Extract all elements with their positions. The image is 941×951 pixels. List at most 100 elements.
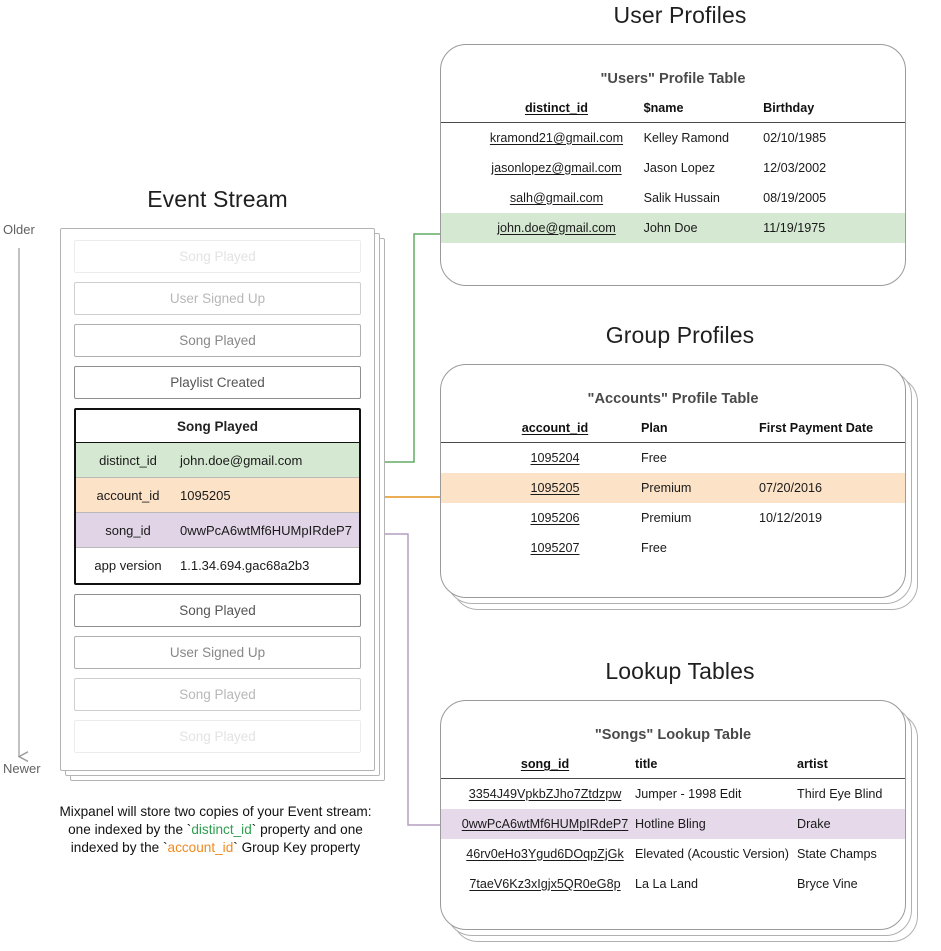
table-row[interactable]: jasonlopez@gmail.com Jason Lopez 12/03/2… bbox=[441, 153, 905, 183]
cell-song-id: 3354J49VpkbZJho7Ztdzpw bbox=[468, 786, 622, 801]
table-row[interactable]: 7taeV6Kz3xIgjx5QR0eG8p La La Land Bryce … bbox=[441, 869, 905, 899]
songs-card: "Songs" Lookup Table song_id title artis… bbox=[440, 700, 906, 930]
event-card[interactable]: User Signed Up bbox=[74, 282, 361, 315]
caption-line-2: one indexed by the `distinct_id` propert… bbox=[68, 822, 363, 837]
cell-song-id: 7taeV6Kz3xIgjx5QR0eG8p bbox=[469, 876, 621, 891]
cell-birthday: 08/19/2005 bbox=[763, 190, 827, 205]
user-profiles-title: User Profiles bbox=[613, 2, 747, 28]
users-card-stack: "Users" Profile Table distinct_id $name … bbox=[440, 44, 940, 290]
users-table: distinct_id $name Birthday kramond21@gma… bbox=[441, 101, 905, 243]
cell-account-id: 1095205 bbox=[530, 480, 580, 495]
table-row[interactable]: 1095204 Free bbox=[441, 443, 905, 473]
property-value: 0wwPcA6wtMf6HUMpIRdeP7 bbox=[180, 522, 352, 538]
property-key: song_id bbox=[105, 522, 151, 538]
event-card[interactable]: Song Played bbox=[74, 678, 361, 711]
event-card[interactable]: Song Played bbox=[74, 324, 361, 357]
event-property-account-id: account_id 1095205 bbox=[76, 478, 359, 513]
column-header-title: title bbox=[635, 757, 658, 771]
cell-title: Elevated (Acoustic Version) bbox=[635, 846, 789, 861]
cell-title: La La Land bbox=[635, 876, 699, 891]
users-card: "Users" Profile Table distinct_id $name … bbox=[440, 44, 906, 286]
cell-account-id: 1095204 bbox=[530, 450, 580, 465]
cell-name: Salik Hussain bbox=[643, 190, 720, 205]
cell-birthday: 02/10/1985 bbox=[763, 130, 827, 145]
table-row[interactable]: 3354J49VpkbZJho7Ztdzpw Jumper - 1998 Edi… bbox=[441, 779, 905, 809]
axis-label-newer: Newer bbox=[3, 761, 41, 776]
event-stream-title: Event Stream bbox=[147, 186, 288, 212]
table-row[interactable]: 1095207 Free bbox=[441, 533, 905, 563]
caption-line-3: indexed by the `account_id` Group Key pr… bbox=[70, 840, 361, 855]
event-card[interactable]: Playlist Created bbox=[74, 366, 361, 399]
column-header-plan: Plan bbox=[641, 421, 668, 435]
column-header-account-id: account_id bbox=[521, 421, 589, 435]
event-list: Song Played User Signed Up Song Played P… bbox=[60, 228, 375, 771]
selected-event-card[interactable]: Song Played distinct_id john.doe@gmail.c… bbox=[74, 408, 361, 585]
group-profiles-title: Group Profiles bbox=[605, 322, 755, 348]
axis-label-older: Older bbox=[3, 222, 35, 237]
event-card[interactable]: Song Played bbox=[74, 720, 361, 753]
cell-plan: Premium bbox=[641, 472, 759, 503]
cell-first-payment-date bbox=[759, 443, 899, 473]
property-key: app version bbox=[94, 558, 162, 573]
column-header-first-payment-date: First Payment Date bbox=[759, 421, 874, 435]
table-row-highlighted[interactable]: 1095205 Premium 07/20/2016 bbox=[441, 472, 905, 503]
cell-artist: Bryce Vine bbox=[797, 876, 858, 891]
table-row[interactable]: kramond21@gmail.com Kelley Ramond 02/10/… bbox=[441, 123, 905, 153]
cell-birthday: 12/03/2002 bbox=[763, 160, 827, 175]
lookup-tables-title: Lookup Tables bbox=[605, 658, 755, 684]
accounts-table: account_id Plan First Payment Date 10952… bbox=[441, 421, 905, 563]
event-stream-stack: Song Played User Signed Up Song Played P… bbox=[60, 228, 385, 781]
songs-table: song_id title artist 3354J49VpkbZJho7Ztd… bbox=[441, 757, 905, 899]
table-row[interactable]: 1095206 Premium 10/12/2019 bbox=[441, 503, 905, 533]
table-row-highlighted[interactable]: 0wwPcA6wtMf6HUMpIRdeP7 Hotline Bling Dra… bbox=[441, 808, 905, 839]
stream-caption: Mixpanel will store two copies of your E… bbox=[28, 803, 403, 857]
event-property-song-id: song_id 0wwPcA6wtMf6HUMpIRdeP7 bbox=[76, 513, 359, 548]
cell-account-id: 1095207 bbox=[530, 540, 580, 555]
table-row[interactable]: salh@gmail.com Salik Hussain 08/19/2005 bbox=[441, 183, 905, 213]
accounts-card-stack: "Accounts" Profile Table account_id Plan… bbox=[440, 364, 940, 614]
column-header-name: $name bbox=[643, 101, 684, 115]
event-card[interactable]: Song Played bbox=[74, 594, 361, 627]
cell-account-id: 1095206 bbox=[530, 510, 580, 525]
accounts-table-title: "Accounts" Profile Table bbox=[587, 391, 759, 407]
cell-distinct-id: jasonlopez@gmail.com bbox=[491, 160, 622, 175]
event-property-distinct-id: distinct_id john.doe@gmail.com bbox=[76, 443, 359, 478]
caption-token-account-id: account_id bbox=[167, 840, 234, 855]
accounts-card: "Accounts" Profile Table account_id Plan… bbox=[440, 364, 906, 598]
event-property-app-version: app version 1.1.34.694.gac68a2b3 bbox=[76, 548, 359, 583]
column-header-distinct-id: distinct_id bbox=[524, 101, 588, 115]
column-header-birthday: Birthday bbox=[763, 101, 815, 115]
songs-card-stack: "Songs" Lookup Table song_id title artis… bbox=[440, 700, 940, 950]
property-value: 1.1.34.694.gac68a2b3 bbox=[180, 558, 310, 573]
table-row-highlighted[interactable]: john.doe@gmail.com John Doe 11/19/1975 bbox=[441, 212, 905, 243]
column-header-artist: artist bbox=[797, 757, 828, 771]
cell-first-payment-date: 07/20/2016 bbox=[759, 472, 899, 503]
cell-distinct-id: salh@gmail.com bbox=[509, 190, 604, 205]
cell-birthday: 11/19/1975 bbox=[763, 212, 885, 243]
cell-distinct-id: kramond21@gmail.com bbox=[489, 130, 624, 145]
songs-table-title: "Songs" Lookup Table bbox=[594, 727, 752, 743]
property-key: account_id bbox=[96, 487, 160, 503]
cell-name: Kelley Ramond bbox=[643, 130, 730, 145]
event-card[interactable]: Song Played bbox=[74, 240, 361, 273]
cell-plan: Free bbox=[641, 540, 667, 555]
table-header-row: distinct_id $name Birthday bbox=[441, 101, 905, 123]
cell-title: Jumper - 1998 Edit bbox=[635, 786, 742, 801]
property-value: john.doe@gmail.com bbox=[180, 452, 303, 468]
caption-line-1: Mixpanel will store two copies of your E… bbox=[59, 804, 372, 819]
property-value: 1095205 bbox=[180, 487, 231, 503]
table-row[interactable]: 46rv0eHo3Ygud6DOqpZjGk Elevated (Acousti… bbox=[441, 839, 905, 869]
table-header-row: account_id Plan First Payment Date bbox=[441, 421, 905, 443]
cell-artist: Third Eye Blind bbox=[797, 786, 883, 801]
caption-token-distinct-id: distinct_id bbox=[191, 822, 252, 837]
cell-song-id: 46rv0eHo3Ygud6DOqpZjGk bbox=[466, 846, 624, 861]
column-header-song-id: song_id bbox=[520, 757, 570, 771]
cell-song-id: 0wwPcA6wtMf6HUMpIRdeP7 bbox=[461, 816, 629, 831]
cell-plan: Premium bbox=[641, 510, 692, 525]
selected-event-title: Song Played bbox=[76, 410, 359, 443]
cell-first-payment-date: 10/12/2019 bbox=[759, 510, 823, 525]
cell-artist: Drake bbox=[797, 808, 895, 839]
event-card[interactable]: User Signed Up bbox=[74, 636, 361, 669]
cell-first-payment-date bbox=[759, 533, 899, 563]
